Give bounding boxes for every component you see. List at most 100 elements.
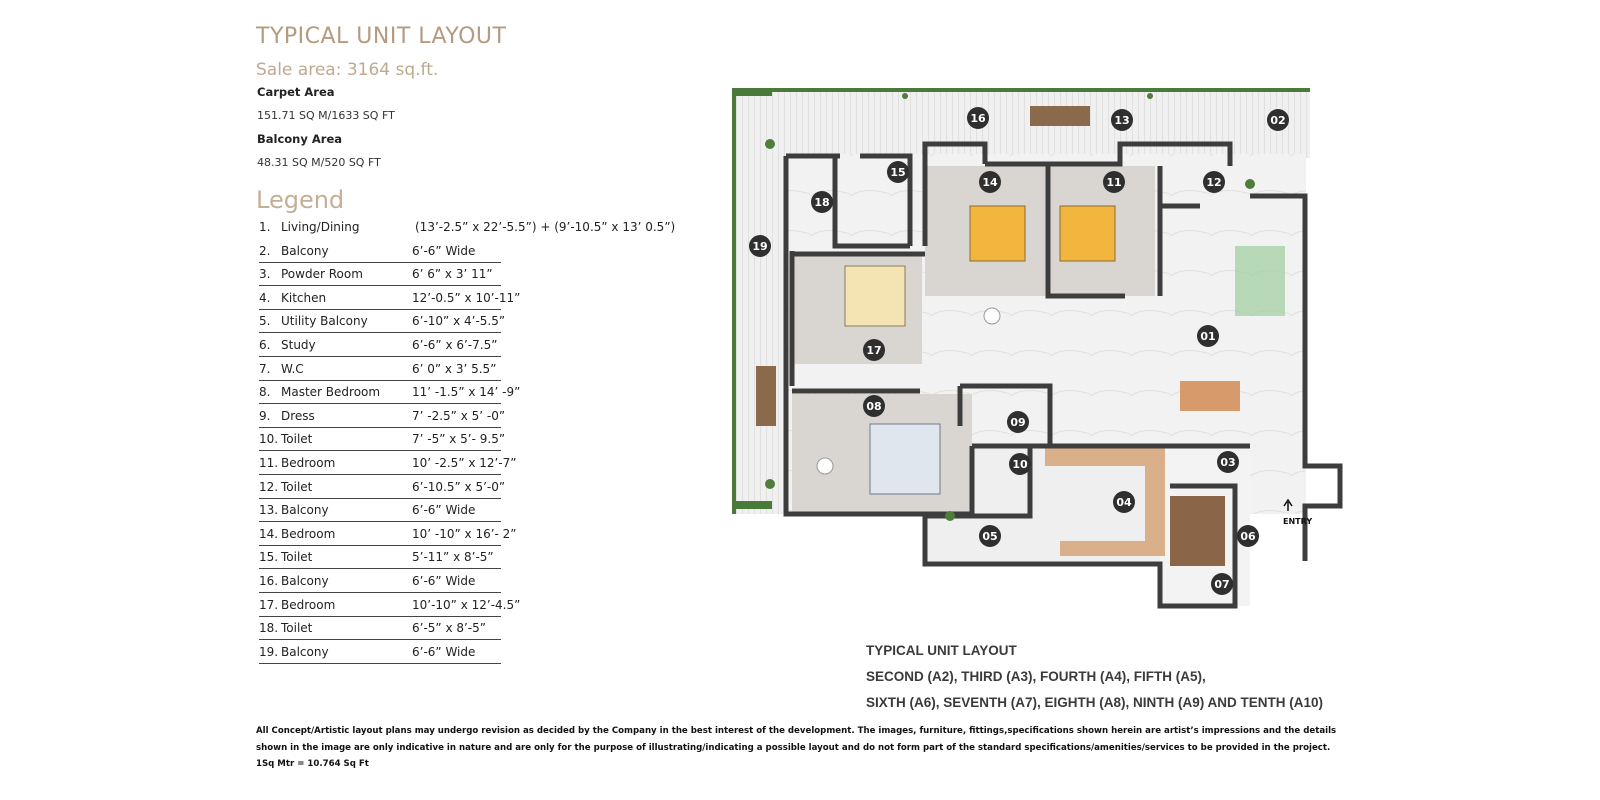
svg-text:19: 19 <box>752 240 767 253</box>
legend-number: 8. <box>259 385 271 400</box>
legend-dimension: (13’-2.5” x 22’-5.5”) + (9’-10.5” x 13’ … <box>415 220 676 234</box>
legend-room: Toilet <box>281 432 313 447</box>
legend-divider <box>259 497 501 499</box>
room-marker-12: 12 <box>1203 171 1225 193</box>
legend-dimension: 6’-6” Wide <box>412 243 476 258</box>
legend-divider <box>259 355 501 357</box>
legend-divider <box>259 639 501 641</box>
svg-text:06: 06 <box>1240 530 1256 543</box>
legend-number: 19. <box>259 644 279 659</box>
legend-divider <box>259 332 501 334</box>
svg-text:09: 09 <box>1010 416 1025 429</box>
svg-text:13: 13 <box>1114 114 1129 127</box>
svg-text:03: 03 <box>1220 456 1235 469</box>
legend-divider <box>259 662 501 664</box>
legend-room: Utility Balcony <box>281 314 368 329</box>
legend-room: Master Bedroom <box>281 385 381 400</box>
legend-room: Study <box>281 337 316 352</box>
carpet-area-value: 151.71 SQ M/1633 SQ FT <box>257 109 395 122</box>
room-marker-15: 15 <box>887 161 909 183</box>
legend-divider <box>259 261 501 263</box>
legend-number: 14. <box>259 526 279 541</box>
room-marker-06: 06 <box>1237 525 1259 547</box>
svg-text:12: 12 <box>1206 176 1221 189</box>
legend-room: Balcony <box>281 573 329 588</box>
legend-divider <box>259 591 501 593</box>
entry-label: ENTRY <box>1283 517 1312 526</box>
legend-divider <box>259 285 501 287</box>
legend-divider <box>259 379 501 381</box>
svg-text:14: 14 <box>982 176 998 189</box>
legend-row: 19.Balcony 6’-6” Wide <box>257 642 637 666</box>
legend-room: Bedroom <box>281 597 336 612</box>
legend-number: 7. <box>259 361 271 376</box>
svg-text:10: 10 <box>1012 458 1028 471</box>
svg-text:07: 07 <box>1214 578 1229 591</box>
balcony-area-label: Balcony Area <box>257 132 343 146</box>
legend-dimension: 6’-5” x 8’-5” <box>412 621 486 636</box>
legend-dimension: 6’ 6” x 3’ 11” <box>412 267 493 282</box>
legend-row: 12. Toilet 6’-10.5” x 5’-0” <box>257 477 637 501</box>
legend-divider <box>259 473 501 475</box>
svg-text:05: 05 <box>982 530 997 543</box>
svg-text:04: 04 <box>1116 496 1132 509</box>
legend-dimension: 10’ -10” x 16’- 2” <box>412 526 517 541</box>
room-marker-13: 13 <box>1111 109 1133 131</box>
room-marker-10: 10 <box>1009 453 1031 475</box>
legend-number: 12. <box>259 479 279 494</box>
legend-room: Kitchen <box>281 290 327 305</box>
legend-room: Living/Dining <box>281 220 360 234</box>
legend-row: 1.Living/Dining(13’-2.5” x 22’-5.5”) + (… <box>257 217 675 241</box>
legend-number: 11. <box>259 455 279 470</box>
balcony-west <box>732 88 786 514</box>
legend-number: 18. <box>259 621 279 636</box>
legend-divider <box>259 403 501 405</box>
legend-dimension: 11’ -1.5” x 14’ -9” <box>412 385 521 400</box>
svg-text:11: 11 <box>1106 176 1121 189</box>
room-marker-18: 18 <box>811 191 833 213</box>
legend-divider <box>259 521 501 523</box>
outdoor-seating-north-icon <box>1030 106 1090 126</box>
legend-dimension: 7’ -5” x 5’- 9.5” <box>412 432 506 447</box>
legend-number: 3. <box>259 267 271 282</box>
legend-dimension: 7’ -2.5” x 5’ -0” <box>412 408 506 423</box>
legend-dimension: 10’-10” x 12’-4.5” <box>412 597 521 612</box>
room-marker-01: 01 <box>1197 325 1219 347</box>
legend-row: 18.Toilet 6’-5” x 8’-5” <box>257 618 637 642</box>
room-marker-03: 03 <box>1217 451 1239 473</box>
legend-dimension: 6’-6” Wide <box>412 644 476 659</box>
room-marker-16: 16 <box>967 107 989 129</box>
legend-divider <box>259 426 501 428</box>
legend-room: W.C <box>281 361 304 376</box>
legend-number: 10. <box>259 432 279 447</box>
legend-room: Toilet <box>281 621 313 636</box>
svg-text:16: 16 <box>970 112 986 125</box>
legend-heading: Legend <box>256 186 345 214</box>
legend-number: 17. <box>259 597 279 612</box>
plant-icon <box>765 93 1255 521</box>
legend-number: 4. <box>259 290 271 305</box>
legend-room: Toilet <box>281 479 313 494</box>
legend-divider <box>259 450 501 452</box>
legend-number: 15. <box>259 550 279 565</box>
caption-floors-1: SECOND (A2), THIRD (A3), FOURTH (A4), FI… <box>866 669 1206 684</box>
entry-arrow-icon <box>1283 498 1293 511</box>
caption-floors-2: SIXTH (A6), SEVENTH (A7), EIGHTH (A8), N… <box>866 695 1324 710</box>
svg-text:02: 02 <box>1270 114 1285 127</box>
legend-dimension: 6’-10.5” x 5’-0” <box>412 479 506 494</box>
legend-room: Balcony <box>281 644 329 659</box>
legend-room: Balcony <box>281 243 329 258</box>
room-marker-02: 02 <box>1267 109 1289 131</box>
legend-row: 8. Master Bedroom 11’ -1.5” x 14’ -9” <box>257 382 637 406</box>
caption-title: TYPICAL UNIT LAYOUT <box>866 643 1017 658</box>
rug-icon <box>1235 246 1285 316</box>
